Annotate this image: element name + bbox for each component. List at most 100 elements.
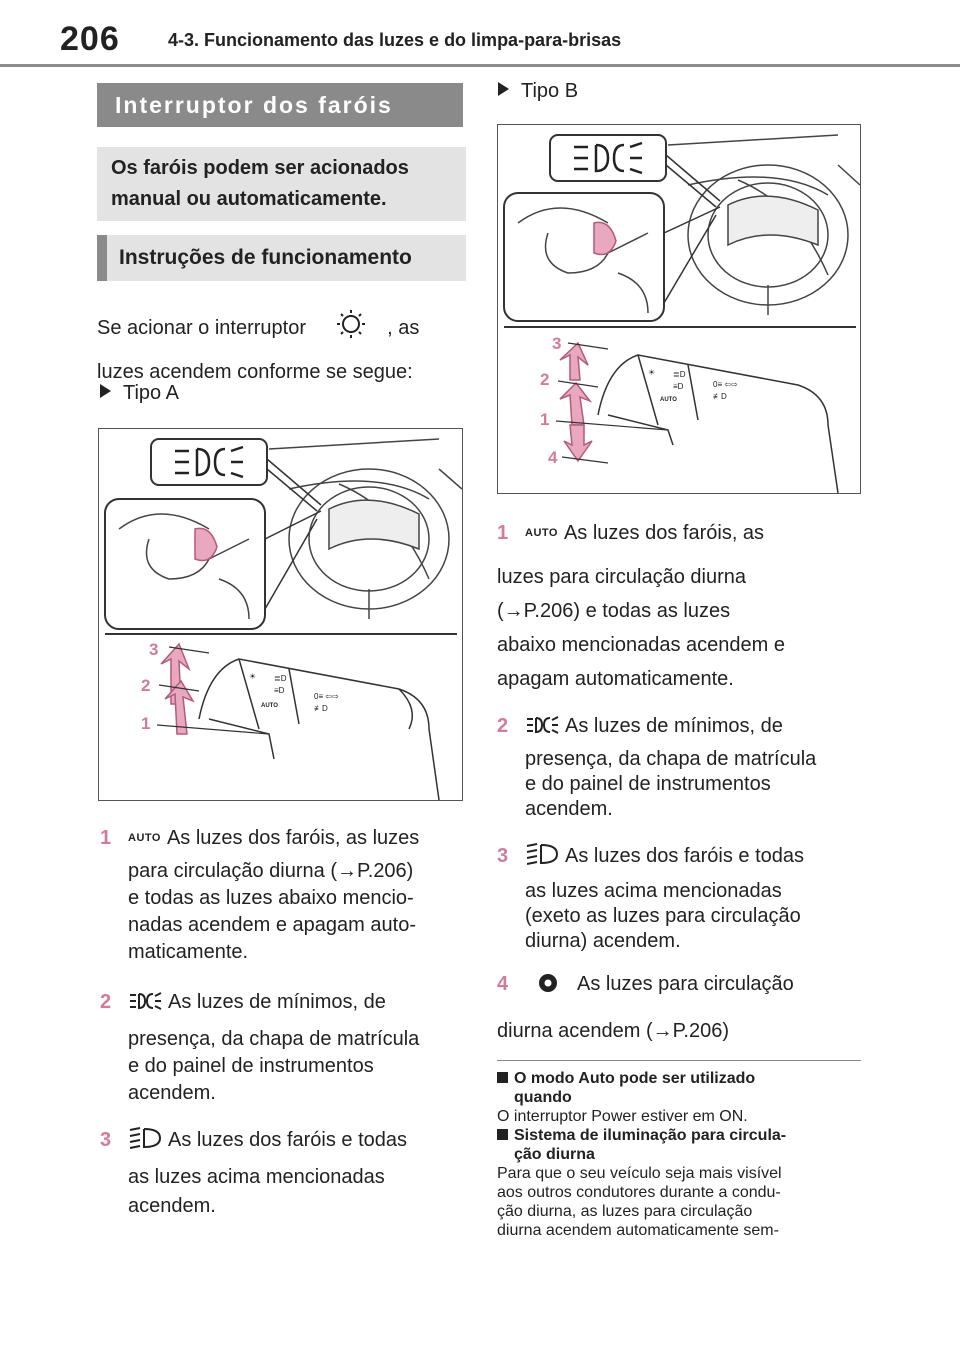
- item-line: presença, da chapa de matrícula: [128, 1028, 420, 1050]
- note-text-line: diurna acendem automaticamente sem-: [497, 1222, 779, 1239]
- type-b-item-3: 3 As luzes dos faróis e todas as luzes a…: [497, 840, 867, 958]
- item-line: para circulação diurna (→P.206): [128, 860, 414, 882]
- item-line: (→P.206) e todas as luzes: [497, 600, 731, 622]
- svg-text:≢D: ≢D: [314, 704, 328, 713]
- item-line: As luzes dos faróis e todas: [565, 845, 805, 867]
- body-text: luzes acendem conforme se segue:: [97, 361, 413, 383]
- item-number: 2: [497, 715, 509, 737]
- svg-text:≡D: ≡D: [274, 686, 285, 695]
- subsection-title: Instruções de funcionamento: [97, 235, 466, 281]
- figure-a-num-3: 3: [149, 640, 158, 659]
- item-number: 2: [100, 991, 112, 1013]
- body-text: Se acionar o interruptor: [97, 317, 307, 339]
- item-line: apagam automaticamente.: [497, 668, 734, 690]
- light-switch-icon: [334, 308, 368, 349]
- svg-text:☀: ☀: [648, 368, 655, 377]
- auto-icon: AUTO: [128, 832, 161, 844]
- svg-text:0≡ ⇦⇨: 0≡ ⇦⇨: [713, 380, 738, 389]
- running-header: 4-3. Funcionamento das luzes e do limpa-…: [168, 30, 622, 50]
- item-line: presença, da chapa de matrícula: [525, 748, 817, 770]
- headlight-icon: [525, 842, 559, 877]
- item-line: nadas acendem e apagam auto-: [128, 914, 416, 936]
- note-heading-line: Sistema de iluminação para circula-: [514, 1127, 787, 1144]
- item-line: e todas as luzes abaixo mencio-: [128, 887, 414, 909]
- note-heading: Sistema de iluminação para circula- ção …: [497, 1126, 861, 1164]
- item-line: As luzes dos faróis, as luzes: [166, 827, 420, 849]
- item-line: diurna) acendem.: [525, 930, 681, 952]
- intro-line: manual ou automaticamente.: [111, 188, 387, 210]
- figure-a-num-1: 1: [141, 714, 150, 733]
- item-line: As luzes dos faróis e todas: [168, 1129, 408, 1151]
- type-a-label: Tipo A: [100, 382, 179, 405]
- item-line: abaixo mencionadas acendem e: [497, 634, 785, 656]
- off-icon: [537, 972, 559, 1005]
- note-text-line: aos outros condutores durante a condu-: [497, 1184, 781, 1201]
- svg-text:≢D: ≢D: [713, 392, 727, 401]
- square-bullet-icon: [497, 1129, 508, 1140]
- type-b-label: Tipo B: [498, 80, 578, 103]
- figure-a-num-2: 2: [141, 676, 150, 695]
- switch-label-auto: AUTO: [261, 703, 278, 709]
- item-line: as luzes acima mencionadas: [525, 880, 782, 902]
- item-line: as luzes acima mencionadas: [128, 1166, 385, 1188]
- square-bullet-icon: [497, 1072, 508, 1083]
- auto-icon: AUTO: [525, 527, 558, 539]
- item-line: As luzes para circulação: [577, 973, 794, 995]
- note-heading-line: ção diurna: [514, 1146, 595, 1163]
- item-line: e do painel de instrumentos: [525, 773, 771, 795]
- item-line: luzes para circulação diurna: [497, 566, 747, 588]
- item-number: 1: [100, 827, 112, 849]
- switch-label-auto: AUTO: [660, 397, 677, 403]
- note-heading: O modo Auto pode ser utilizado quando: [497, 1069, 861, 1107]
- note-text-line: Para que o seu veículo seja mais visível: [497, 1165, 782, 1182]
- parking-lights-icon: [525, 714, 559, 747]
- item-line: maticamente.: [128, 941, 249, 963]
- svg-text:☀: ☀: [249, 672, 256, 681]
- notes-section: O modo Auto pode ser utilizado quando O …: [497, 1069, 861, 1240]
- note-heading-line: quando: [514, 1089, 572, 1106]
- item-line: As luzes dos faróis, as: [563, 522, 765, 544]
- note-text-line: O interruptor Power estiver em ON.: [497, 1108, 748, 1125]
- figure-type-a: ☀ ≣D ≡D 0≡ ⇦⇨ ≢D AUTO 3 2 1: [98, 428, 463, 801]
- notes-divider: [497, 1060, 861, 1061]
- type-b-item-2: 2 As luzes de mínimos, de presença, da c…: [497, 710, 867, 826]
- item-line: acendem.: [128, 1195, 216, 1217]
- item-line: diurna acendem (→P.206): [497, 1020, 729, 1042]
- intro-line: Os faróis podem ser acionados: [111, 157, 409, 179]
- figure-type-b-illustration: ☀ ≣D ≡D 0≡ ⇦⇨ ≢D AUTO 3 2 1 4: [503, 134, 861, 494]
- svg-text:≡D: ≡D: [673, 382, 684, 391]
- item-line: e do painel de instrumentos: [128, 1055, 374, 1077]
- item-number: 3: [497, 845, 509, 867]
- svg-text:≣D: ≣D: [673, 370, 686, 379]
- item-line: (exeto as luzes para circulação: [525, 905, 801, 927]
- type-a-item-2: 2 As luzes de mínimos, de presença, da c…: [100, 986, 470, 1110]
- svg-text:≣D: ≣D: [274, 674, 287, 683]
- headlight-icon: [128, 1126, 162, 1161]
- item-number: 1: [497, 522, 509, 544]
- type-b-item-4: 4 As luzes para circulação diurna acende…: [497, 968, 867, 1048]
- header-rule: [0, 64, 960, 67]
- figure-type-a-illustration: ☀ ≣D ≡D 0≡ ⇦⇨ ≢D AUTO 3 2 1: [104, 438, 463, 801]
- figure-b-num-3: 3: [552, 334, 561, 353]
- type-a-text: Tipo A: [123, 382, 179, 404]
- item-number: 4: [497, 973, 509, 995]
- item-line: acendem.: [525, 798, 613, 820]
- item-number: 3: [100, 1129, 112, 1151]
- figure-b-num-4: 4: [548, 448, 558, 467]
- type-b-text: Tipo B: [521, 80, 579, 102]
- type-b-item-1: 1 AUTO As luzes dos faróis, as luzes para…: [497, 516, 867, 696]
- svg-text:0≡ ⇦⇨: 0≡ ⇦⇨: [314, 692, 339, 701]
- triangle-marker-icon: [100, 384, 111, 398]
- figure-b-num-2: 2: [540, 370, 549, 389]
- figure-type-b: ☀ ≣D ≡D 0≡ ⇦⇨ ≢D AUTO 3 2 1 4: [497, 124, 861, 494]
- section-title: Interruptor dos faróis: [97, 83, 463, 127]
- note-heading-line: O modo Auto pode ser utilizado: [514, 1070, 756, 1087]
- item-line: As luzes de mínimos, de: [168, 991, 386, 1013]
- figure-b-num-1: 1: [540, 410, 549, 429]
- item-line: acendem.: [128, 1082, 216, 1104]
- note-text-line: ção diurna, as luzes para circulação: [497, 1203, 753, 1220]
- triangle-marker-icon: [498, 82, 509, 96]
- parking-lights-icon: [128, 990, 162, 1023]
- type-a-item-3: 3 As luzes dos faróis e todas as luzes a…: [100, 1124, 470, 1223]
- body-text: , as: [387, 317, 420, 339]
